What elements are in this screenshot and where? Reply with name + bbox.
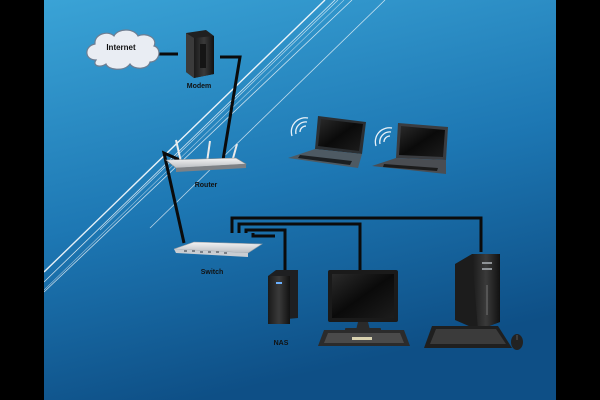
mouse-icon — [511, 334, 523, 350]
wifi-icon — [374, 127, 393, 147]
laptop-icon — [288, 116, 366, 168]
cable-router-switch — [161, 150, 186, 244]
modem-label: Modem — [187, 83, 212, 90]
router-icon — [165, 139, 247, 172]
cable-switch-stub — [251, 233, 275, 238]
cable-modem-router — [220, 55, 242, 161]
router: Router — [165, 139, 247, 189]
modem: Modem — [186, 30, 214, 90]
switch: Switch — [173, 241, 263, 276]
nas-label: NAS — [274, 340, 289, 347]
modem-icon — [186, 30, 214, 78]
router-label: Router — [195, 182, 218, 189]
nas-icon — [268, 270, 298, 324]
pc-tower-icon — [455, 254, 500, 330]
keyboard-icon — [318, 330, 410, 346]
nas: NAS — [268, 270, 298, 347]
keyboard-icon — [424, 326, 512, 348]
switch-icon — [173, 241, 263, 257]
cable-switch-monitor — [237, 222, 362, 272]
network-diagram: Internet Modem — [44, 0, 556, 400]
monitor-icon — [328, 270, 398, 331]
internet-label: Internet — [106, 43, 136, 52]
desktop-pc — [424, 254, 523, 350]
laptop-right — [372, 123, 448, 174]
network-diagram-slide: Internet Modem — [44, 0, 556, 400]
cloud-icon — [86, 29, 160, 70]
laptop-icon — [372, 123, 448, 174]
wifi-icon — [290, 117, 309, 137]
decorative-stripes — [44, 0, 386, 293]
desktop-monitor — [318, 270, 410, 346]
switch-label: Switch — [201, 269, 224, 276]
cable-switch-pc — [230, 216, 483, 252]
network-cables — [151, 52, 483, 272]
cable-switch-nas — [244, 228, 287, 272]
laptop-left — [288, 116, 366, 168]
internet-cloud: Internet — [86, 29, 160, 70]
